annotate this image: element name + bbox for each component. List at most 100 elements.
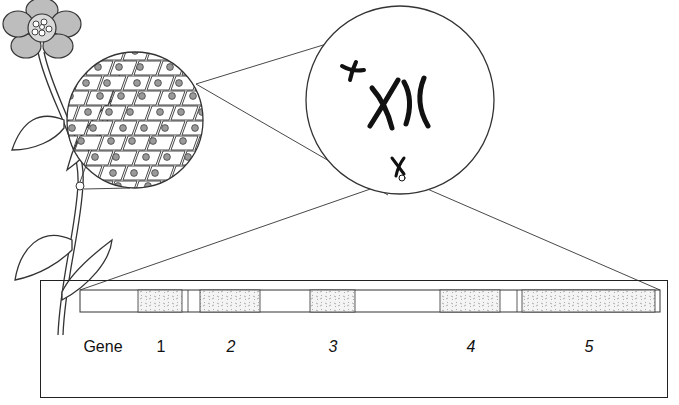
cell bbox=[110, 61, 137, 75]
cell bbox=[86, 151, 113, 165]
cell-nucleus bbox=[188, 64, 195, 71]
flower-head bbox=[3, 0, 81, 58]
cell bbox=[62, 91, 89, 105]
cell bbox=[99, 136, 126, 150]
cell-nucleus bbox=[203, 170, 210, 177]
cell bbox=[171, 106, 198, 120]
cell-nucleus bbox=[213, 125, 220, 132]
cell bbox=[51, 76, 78, 90]
gene-number: 1 bbox=[157, 338, 166, 356]
cell-nucleus bbox=[229, 109, 236, 116]
cell bbox=[62, 61, 89, 75]
cell-nucleus bbox=[69, 125, 76, 132]
cell bbox=[182, 91, 209, 105]
cell-nucleus bbox=[59, 170, 66, 177]
plant-cells bbox=[51, 46, 246, 195]
cell bbox=[134, 121, 161, 135]
cell bbox=[206, 61, 233, 75]
cell-nucleus bbox=[110, 170, 117, 177]
cell bbox=[123, 76, 150, 90]
cell bbox=[51, 166, 78, 180]
gene-number: 4 bbox=[467, 338, 476, 356]
cell bbox=[195, 76, 222, 90]
cell bbox=[62, 121, 89, 135]
cell-nucleus bbox=[164, 154, 171, 161]
cell bbox=[206, 91, 233, 105]
cell bbox=[86, 91, 113, 105]
gene-number: 3 bbox=[329, 338, 338, 356]
cell bbox=[182, 61, 209, 75]
cell-nucleus bbox=[97, 93, 104, 100]
zoom-circle bbox=[306, 6, 494, 194]
cell bbox=[99, 166, 126, 180]
cell-nucleus bbox=[153, 48, 160, 55]
cell-nucleus bbox=[60, 48, 67, 55]
cell-nucleus bbox=[157, 109, 164, 116]
cell-nucleus bbox=[204, 48, 211, 55]
cell-nucleus bbox=[62, 80, 69, 87]
cell-nucleus bbox=[180, 138, 187, 145]
cell bbox=[158, 151, 185, 165]
cell-nucleus bbox=[108, 138, 115, 145]
cell bbox=[75, 106, 102, 120]
cell-nucleus bbox=[215, 154, 222, 161]
cell bbox=[123, 166, 150, 180]
cell-nucleus bbox=[187, 183, 194, 190]
cell-nucleus bbox=[55, 109, 62, 116]
cell bbox=[195, 46, 222, 60]
gene-label: Gene bbox=[83, 338, 122, 356]
cell bbox=[219, 76, 246, 90]
cell-nucleus bbox=[150, 138, 157, 145]
cell-nucleus bbox=[176, 80, 183, 87]
cell-nucleus bbox=[80, 170, 87, 177]
cell-nucleus bbox=[78, 138, 85, 145]
cell-nucleus bbox=[143, 154, 150, 161]
cell-nucleus bbox=[65, 64, 72, 71]
cell-nucleus bbox=[139, 93, 146, 100]
gene-number: 2 bbox=[227, 338, 236, 356]
cell-nucleus bbox=[211, 93, 218, 100]
cell bbox=[99, 106, 126, 120]
cell bbox=[110, 121, 137, 135]
cell-nucleus bbox=[174, 48, 181, 55]
cell bbox=[158, 121, 185, 135]
cell-nucleus bbox=[85, 109, 92, 116]
cell-nucleus bbox=[113, 154, 120, 161]
cell-nucleus bbox=[141, 125, 148, 132]
cell bbox=[147, 46, 174, 60]
cell-nucleus bbox=[169, 93, 176, 100]
cell bbox=[75, 76, 102, 90]
cell bbox=[158, 181, 185, 195]
cell-nucleus bbox=[201, 138, 208, 145]
cell bbox=[171, 46, 198, 60]
cell-nucleus bbox=[102, 48, 109, 55]
cell-nucleus bbox=[217, 183, 224, 190]
cell-nucleus bbox=[83, 80, 90, 87]
cell-nucleus bbox=[131, 170, 138, 177]
chromosomes bbox=[342, 62, 428, 181]
cell-nucleus bbox=[57, 138, 64, 145]
cell bbox=[62, 181, 89, 195]
cell-nucleus bbox=[178, 109, 185, 116]
cell-nucleus bbox=[206, 80, 213, 87]
gene-panel: Gene12345 bbox=[40, 280, 668, 398]
cell bbox=[147, 106, 174, 120]
cell-nucleus bbox=[224, 170, 231, 177]
cell-nucleus bbox=[92, 154, 99, 161]
cell-nucleus bbox=[118, 93, 125, 100]
cell bbox=[171, 166, 198, 180]
sample-spot bbox=[76, 182, 84, 190]
cell bbox=[195, 166, 222, 180]
cell-nucleus bbox=[104, 80, 111, 87]
cell-nucleus bbox=[94, 183, 101, 190]
cell bbox=[147, 136, 174, 150]
cell-nucleus bbox=[166, 183, 173, 190]
cell bbox=[123, 106, 150, 120]
cell bbox=[182, 121, 209, 135]
cell bbox=[110, 151, 137, 165]
cell bbox=[219, 166, 246, 180]
cell bbox=[51, 136, 78, 150]
cell bbox=[75, 166, 102, 180]
cell bbox=[75, 46, 102, 60]
cell bbox=[86, 61, 113, 75]
